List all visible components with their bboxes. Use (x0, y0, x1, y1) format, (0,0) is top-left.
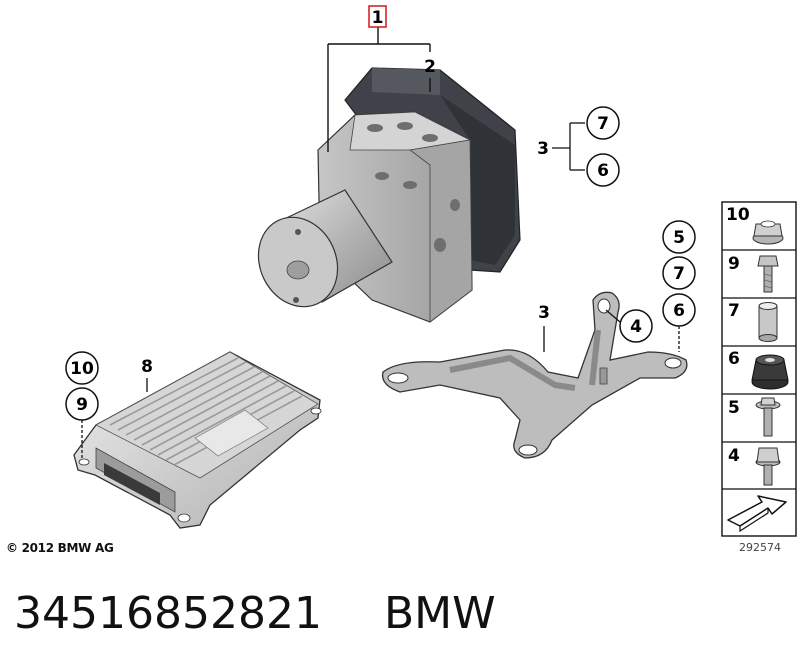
callout-4: 4 (630, 317, 642, 337)
hex-bolt-icon (757, 255, 779, 293)
washer-bolt-icon (755, 397, 781, 437)
callout-circle-7-right (662, 256, 696, 290)
parts-legend: 10 9 7 6 5 4 (721, 201, 797, 537)
legend-number-9: 9 (728, 254, 740, 274)
collar-bolt-icon (755, 447, 781, 486)
callout-leaders-top (327, 27, 431, 152)
callout-circle-5-right (662, 220, 696, 254)
callout-3-lower: 3 (538, 303, 550, 323)
callout-leader-4 (605, 309, 621, 323)
parts-diagram: 1 2 3 7 6 3 4 5 7 6 (65, 5, 797, 537)
callout-circle-7-top (586, 106, 620, 140)
callout-box-1 (368, 5, 387, 28)
callout-7-right: 7 (673, 264, 685, 284)
abs-hydraulic-unit (257, 67, 521, 323)
callout-leaders-3 (552, 122, 585, 171)
legend-number-7: 7 (728, 301, 740, 321)
callout-10-left: 10 (70, 359, 94, 379)
callout-8: 8 (141, 357, 153, 377)
copyright-notice: © 2012 BMW AG (6, 541, 114, 555)
rubber-mount-icon (751, 354, 789, 390)
callout-1: 1 (372, 8, 384, 28)
control-module (73, 351, 322, 529)
part-number: 34516852821 (14, 588, 322, 639)
legend-number-6: 6 (728, 349, 740, 369)
callout-circle-4 (619, 309, 653, 343)
callout-6-right: 6 (673, 301, 685, 321)
callout-circle-6-top (586, 153, 620, 187)
callout-circle-10-left (65, 351, 99, 385)
legend-number-4: 4 (728, 446, 740, 466)
legend-number-5: 5 (728, 398, 740, 418)
direction-arrow-icon (727, 495, 787, 533)
callout-7-top: 7 (597, 114, 609, 134)
sleeve-icon (758, 302, 778, 342)
legend-number-10: 10 (726, 205, 750, 225)
mounting-bracket (381, 291, 688, 459)
diagram-number: 292574 (739, 541, 781, 554)
callout-6-top: 6 (597, 161, 609, 181)
callout-3-top: 3 (537, 139, 549, 159)
callout-9-left: 9 (76, 395, 88, 415)
brand-name: BMW (383, 588, 496, 639)
caption: 34516852821 BMW (14, 588, 496, 639)
callout-2: 2 (424, 57, 436, 77)
callout-5-right: 5 (673, 228, 685, 248)
flange-nut-icon (752, 220, 784, 245)
